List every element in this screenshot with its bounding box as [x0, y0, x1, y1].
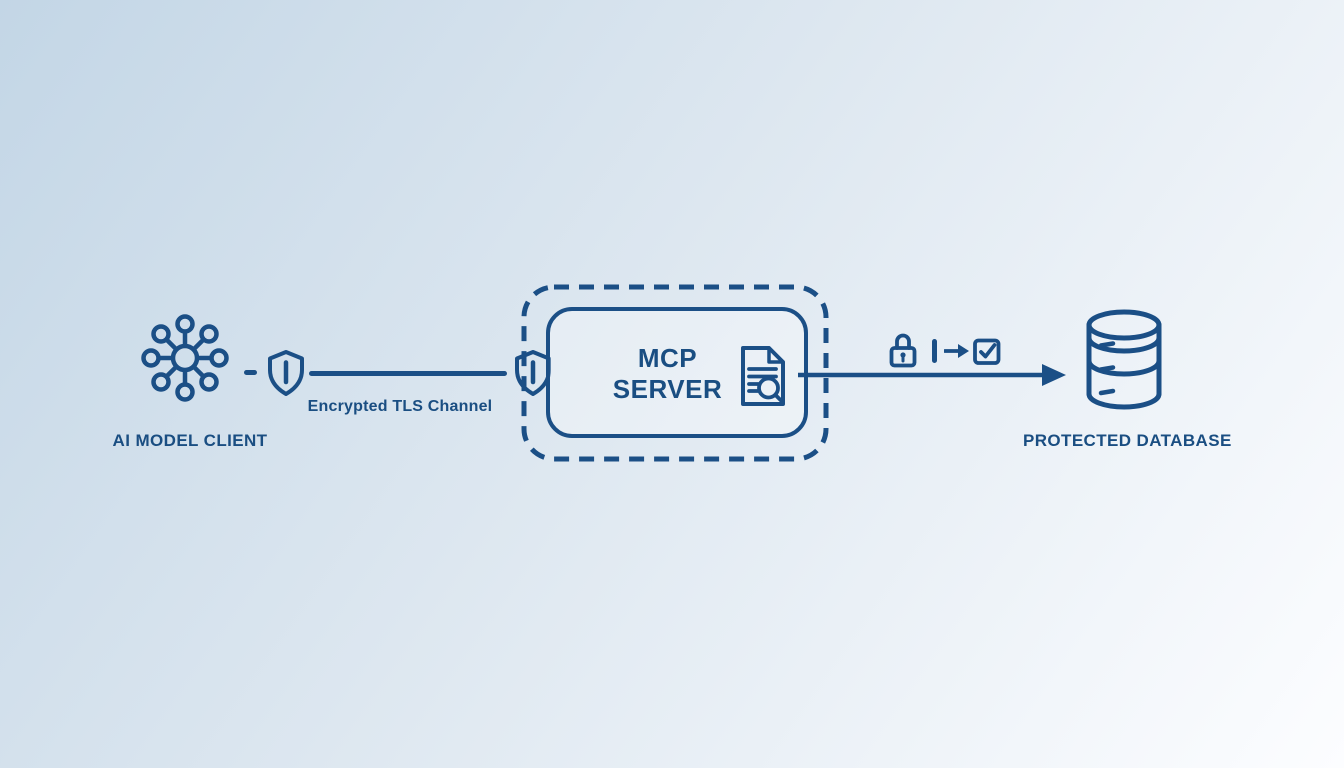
checkbox-checked-icon: [973, 338, 1001, 365]
shield-icon: [268, 350, 304, 396]
mcp-server-box: MCP SERVER: [546, 307, 808, 438]
pipe-separator: [932, 339, 937, 363]
mcp-server-title: MCP SERVER: [580, 343, 755, 405]
connector-dash: [244, 370, 257, 375]
network-hub-icon: [141, 314, 229, 402]
mcp-server-title-line1: MCP: [637, 343, 698, 373]
client-label: AI MODEL CLIENT: [112, 431, 268, 450]
mcp-server-title-line2: SERVER: [612, 374, 723, 404]
database-icon: [1086, 309, 1162, 410]
tls-channel-label: Encrypted TLS Channel: [307, 398, 493, 415]
database-label: PROTECTED DATABASE: [1023, 431, 1232, 450]
document-search-icon: [741, 346, 785, 406]
tls-channel-line: [309, 371, 507, 376]
lock-icon: [889, 333, 917, 368]
arrow-right-icon: [944, 344, 969, 358]
server-to-database-arrow: [798, 364, 1066, 386]
